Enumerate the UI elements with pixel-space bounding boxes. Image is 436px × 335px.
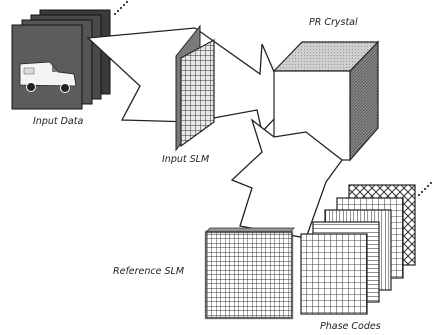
input-stack-ellipsis [113,0,129,16]
label-pr-crystal: PR Crystal [309,17,358,28]
van-image [19,61,77,93]
phase-codes-stack [300,184,416,315]
pr-crystal [272,40,380,162]
phase-code-1 [300,233,368,315]
label-phase-codes: Phase Codes [320,321,381,332]
reference-slm [204,227,295,320]
reference-beam-arrow [230,118,343,239]
phase-codes-ellipsis [417,181,433,197]
label-input-slm: Input SLM [162,154,209,165]
input-data-stack [11,9,111,110]
input-slm [175,24,215,152]
label-input-data: Input Data [33,116,83,127]
label-reference-slm: Reference SLM [113,266,184,277]
